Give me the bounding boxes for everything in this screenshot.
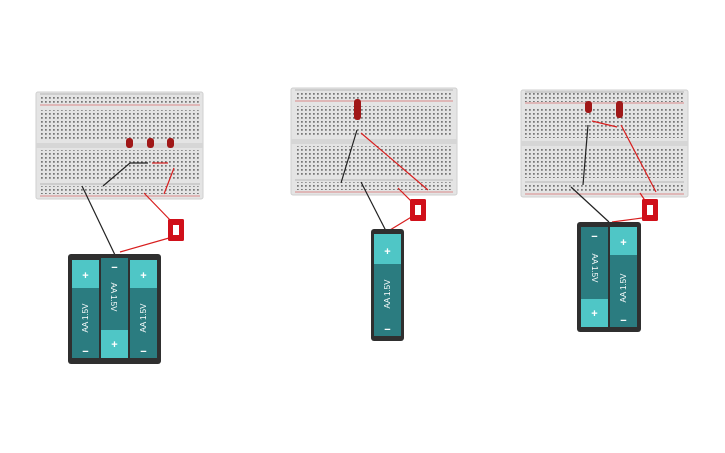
switch-3[interactable] [642,199,658,221]
plus-sign: + [591,308,597,320]
cell-label: AA 1.5V [139,303,148,333]
led-1b [147,138,154,148]
circuit-2: + − AA 1.5V [290,87,458,341]
battery-pack-3: − + AA 1.5V + − AA 1.5V [577,222,641,332]
led-2a [354,99,361,120]
minus-sign: − [620,315,626,327]
minus-sign: − [111,262,117,274]
breadboard-1 [35,91,204,200]
cell-3-1: − + AA 1.5V [581,227,608,327]
cell-label: AA 1.5V [590,254,599,284]
battery-pack-2: + − AA 1.5V [371,229,404,341]
cell-3-2: + − AA 1.5V [610,227,637,327]
cell-label: AA 1.5V [109,283,118,313]
cell-1-2: − + AA 1.5V [101,258,128,358]
switch-1[interactable] [168,219,184,241]
circuit-1: + − AA 1.5V − + AA 1.5V + − AA 1.5V [35,91,204,364]
cell-label: AA 1.5V [81,303,90,333]
cell-1-1: + − AA 1.5V [72,260,99,358]
minus-sign: − [140,346,146,358]
cell-label: AA 1.5V [619,273,628,303]
led-3a [585,101,592,113]
battery-pack-1: + − AA 1.5V − + AA 1.5V + − AA 1.5V [68,254,161,364]
plus-sign: + [111,339,117,351]
cell-label: AA 1.5V [383,279,392,309]
breadboard-2 [290,87,458,196]
cell-1-3: + − AA 1.5V [130,260,157,358]
switch-2[interactable] [410,199,426,221]
minus-sign: − [384,324,390,336]
led-1c [167,138,174,148]
circuit-3: − + AA 1.5V + − AA 1.5V [520,89,689,332]
plus-sign: + [82,270,88,282]
wires-1 [81,162,177,256]
plus-sign: + [384,246,390,258]
minus-sign: − [82,346,88,358]
led-3b [616,101,623,118]
wires-2 [340,129,429,232]
led-1a [126,138,133,148]
minus-sign: − [591,231,597,243]
plus-sign: + [620,237,626,249]
plus-sign: + [140,270,146,282]
cell-2-1: + − AA 1.5V [374,234,401,336]
breadboard-3 [520,89,689,198]
